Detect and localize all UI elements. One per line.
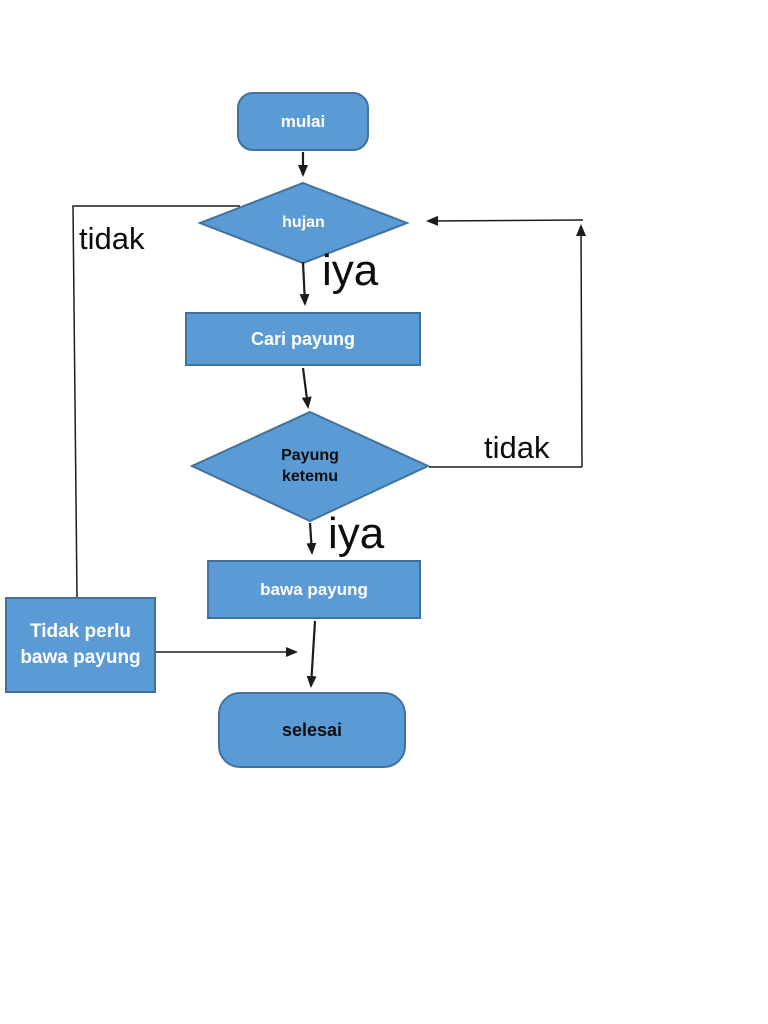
- edge-ketemu-to-bawa-payung: [306, 522, 317, 555]
- edge-bawa-payung-to-selesai: [306, 620, 317, 688]
- edge-hujan-to-cari-payung: [299, 261, 310, 306]
- edge-cari-payung-to-ketemu: [301, 367, 312, 409]
- edge-tidak-right-vertical: [576, 224, 587, 468]
- edge-label-iya-top: iya: [322, 246, 379, 295]
- node-cari-payung-label: Cari payung: [250, 328, 356, 349]
- node-start: mulai: [237, 92, 369, 151]
- node-bawa-payung: bawa payung: [207, 560, 421, 619]
- node-end-label: selesai: [281, 719, 343, 740]
- edge-tidak-right-top: [426, 215, 584, 226]
- edge-tidak-left-path: [72, 205, 240, 598]
- node-note-tidak-perlu: Tidak perlu bawa payung: [5, 597, 156, 693]
- edge-label-tidak-left: tidak: [79, 221, 145, 256]
- edge-label-iya-bottom: iya: [328, 509, 385, 558]
- node-bawa-payung-label: bawa payung: [260, 579, 368, 599]
- edge-label-tidak-right: tidak: [484, 430, 550, 465]
- node-start-label: mulai: [280, 111, 326, 131]
- node-end: selesai: [218, 692, 406, 768]
- node-cari-payung: Cari payung: [185, 312, 421, 366]
- decision-payung-ketemu-shape: [189, 410, 431, 523]
